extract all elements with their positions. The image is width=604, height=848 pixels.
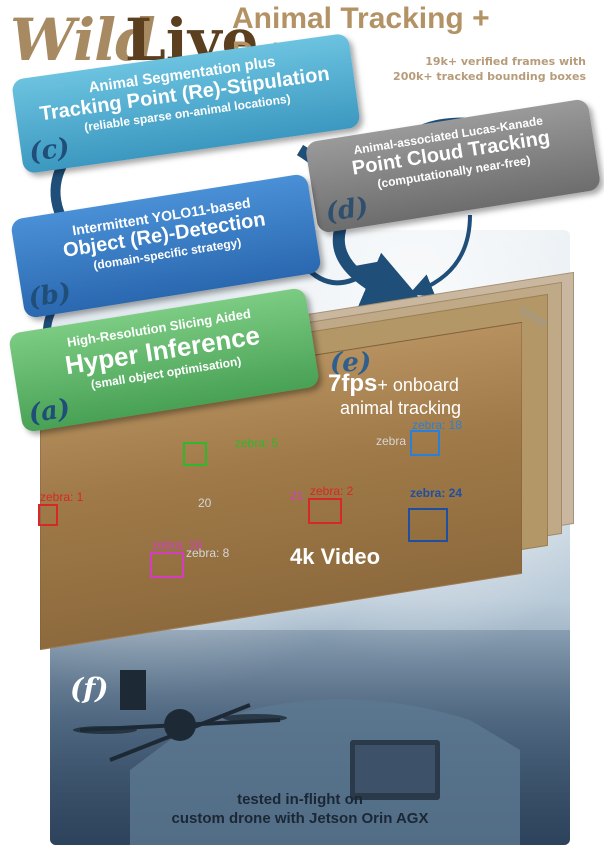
tag-d: (d) bbox=[323, 191, 371, 229]
arrow-d-return bbox=[408, 214, 472, 297]
detection-box-24 bbox=[408, 508, 448, 542]
fps-overlay: 7fps+ onboard animal tracking bbox=[328, 370, 461, 419]
detection-label-21: 21 bbox=[290, 489, 304, 503]
stats-line-1: 19k+ verified frames with bbox=[425, 55, 586, 68]
video-label: 4k Video bbox=[290, 544, 381, 569]
detection-box-2 bbox=[308, 498, 342, 524]
detection-label-zebra: zebra bbox=[376, 434, 407, 448]
detection-box-18 bbox=[410, 430, 440, 456]
footer-caption: tested in-flight on custom drone with Je… bbox=[90, 790, 510, 828]
detection-box-1 bbox=[38, 504, 58, 526]
tag-e: (e) bbox=[330, 348, 372, 378]
tag-c: (c) bbox=[27, 132, 72, 169]
detection-box-5 bbox=[183, 442, 207, 466]
tag-a: (a) bbox=[26, 393, 73, 430]
fps-plus: + onboard bbox=[377, 375, 459, 395]
fps-line-2: animal tracking bbox=[340, 398, 462, 418]
dataset-stats: 19k+ verified frames with 200k+ tracked … bbox=[380, 54, 586, 84]
detection-label-16: zebra: 16 bbox=[152, 538, 203, 552]
footer-line-1: tested in-flight on bbox=[237, 791, 363, 808]
footer-line-2: custom drone with Jetson Orin AGX bbox=[171, 810, 429, 827]
detection-label-1: zebra: 1 bbox=[40, 490, 84, 504]
detection-box-16 bbox=[150, 552, 184, 578]
detection-label-8: zebra: 8 bbox=[186, 546, 230, 560]
detection-label-5: zebra: 5 bbox=[235, 436, 279, 450]
detection-label-24: zebra: 24 bbox=[410, 486, 463, 500]
video-frame-stack: zebra: 5 zebra: 1 zebra: 2 zebra: 24 zeb… bbox=[38, 271, 574, 651]
tag-b: (b) bbox=[26, 277, 74, 314]
detection-label-20: 20 bbox=[198, 496, 212, 510]
tag-f: (f) bbox=[70, 672, 109, 705]
drone-and-car-illustration bbox=[73, 670, 520, 845]
detection-label-18: zebra: 18 bbox=[412, 418, 463, 432]
fps-main: 7fps bbox=[328, 370, 378, 397]
drone-photo-area bbox=[50, 630, 570, 845]
detection-label-2: zebra: 2 bbox=[310, 484, 354, 498]
stats-line-2: 200k+ tracked bounding boxes bbox=[393, 70, 586, 83]
